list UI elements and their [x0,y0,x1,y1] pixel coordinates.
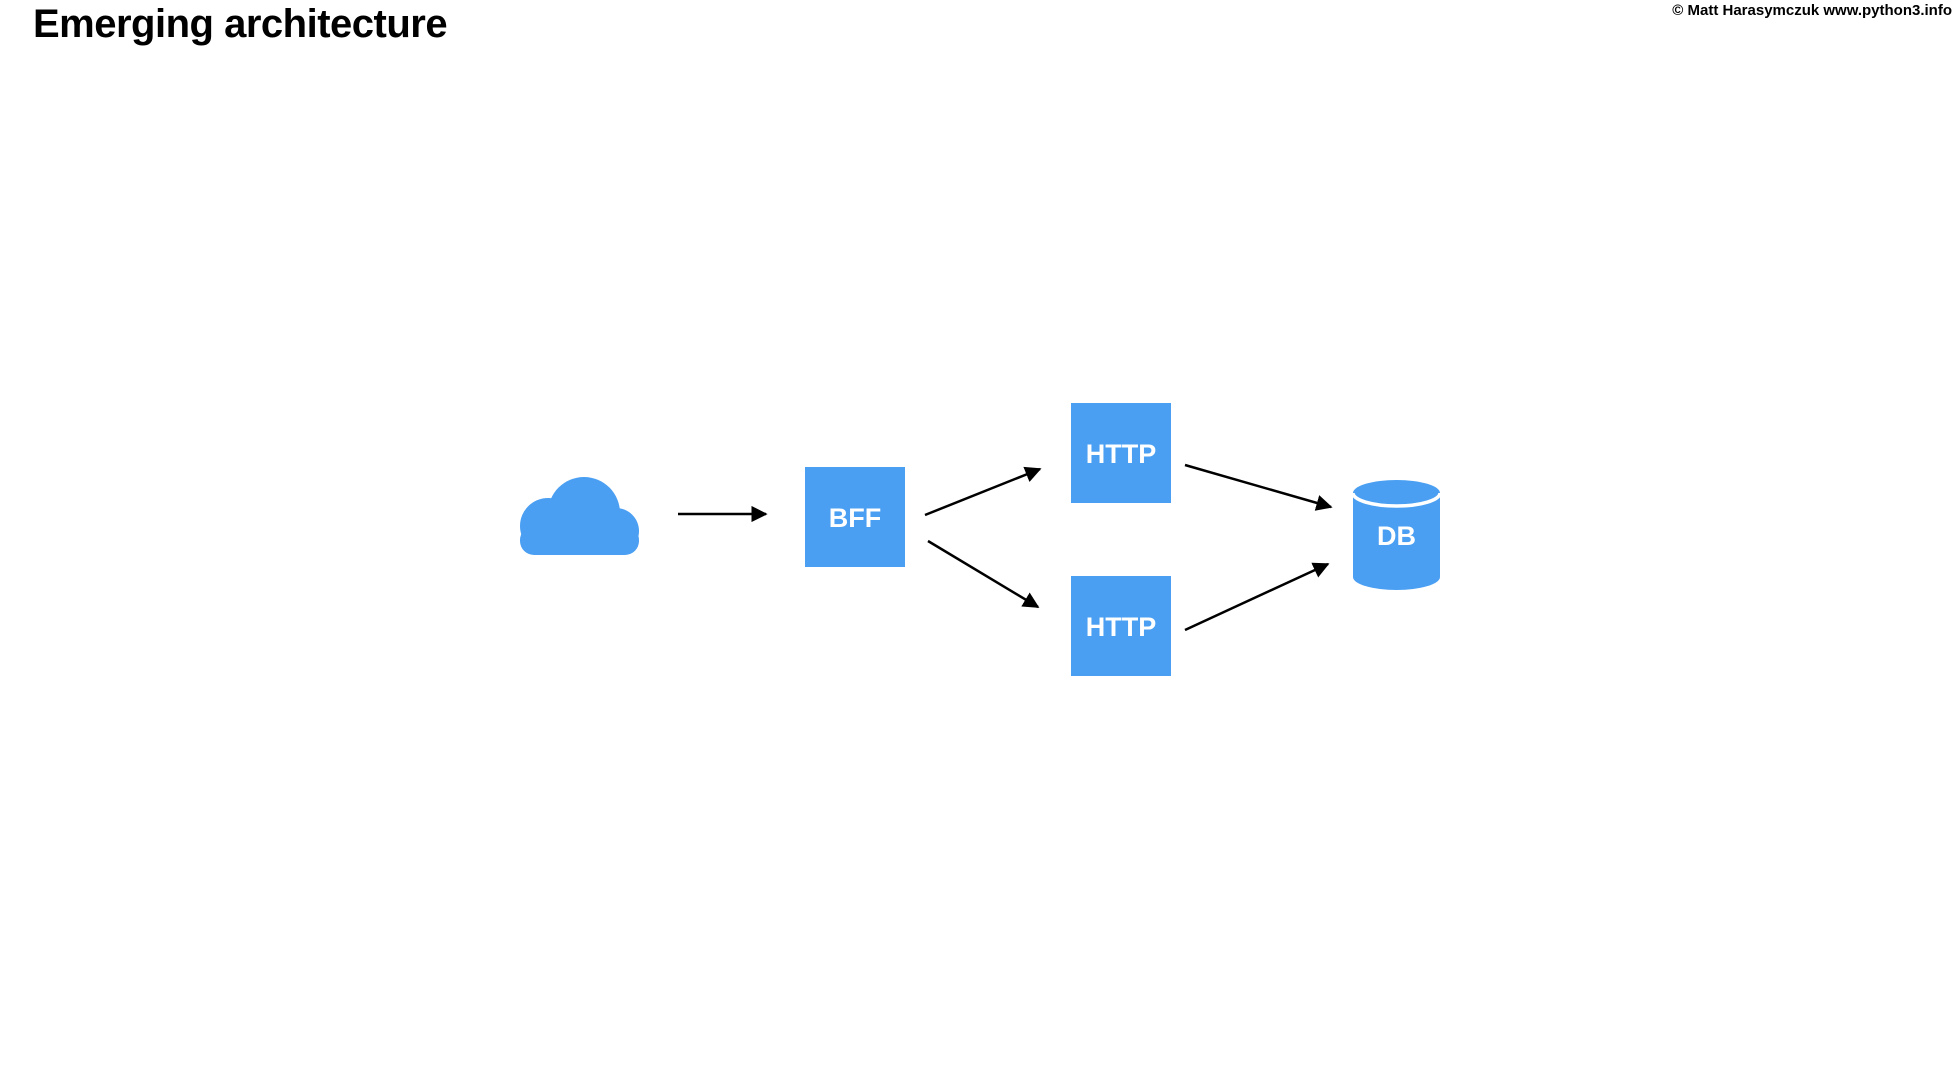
copyright-text: © Matt Harasymczuk www.python3.info [1672,2,1952,19]
http-node-top: HTTP [1071,403,1171,503]
http-node-bottom: HTTP [1071,576,1171,676]
arrow-bff-to-http-bottom [927,539,1040,609]
db-node-label: DB [1377,521,1416,551]
bff-node-label: BFF [829,503,881,533]
arrow-http-top-to-db [1184,463,1333,511]
arrow-http-bottom-to-db [1184,562,1330,632]
edges [678,463,1333,632]
http-node-bottom-label: HTTP [1086,612,1157,642]
arrow-bff-to-http-top [924,466,1042,517]
database-icon: DB [1351,480,1442,590]
cloud-icon [520,477,639,555]
bff-node: BFF [805,467,905,567]
http-node-top-label: HTTP [1086,439,1157,469]
page-title: Emerging architecture [33,2,448,46]
